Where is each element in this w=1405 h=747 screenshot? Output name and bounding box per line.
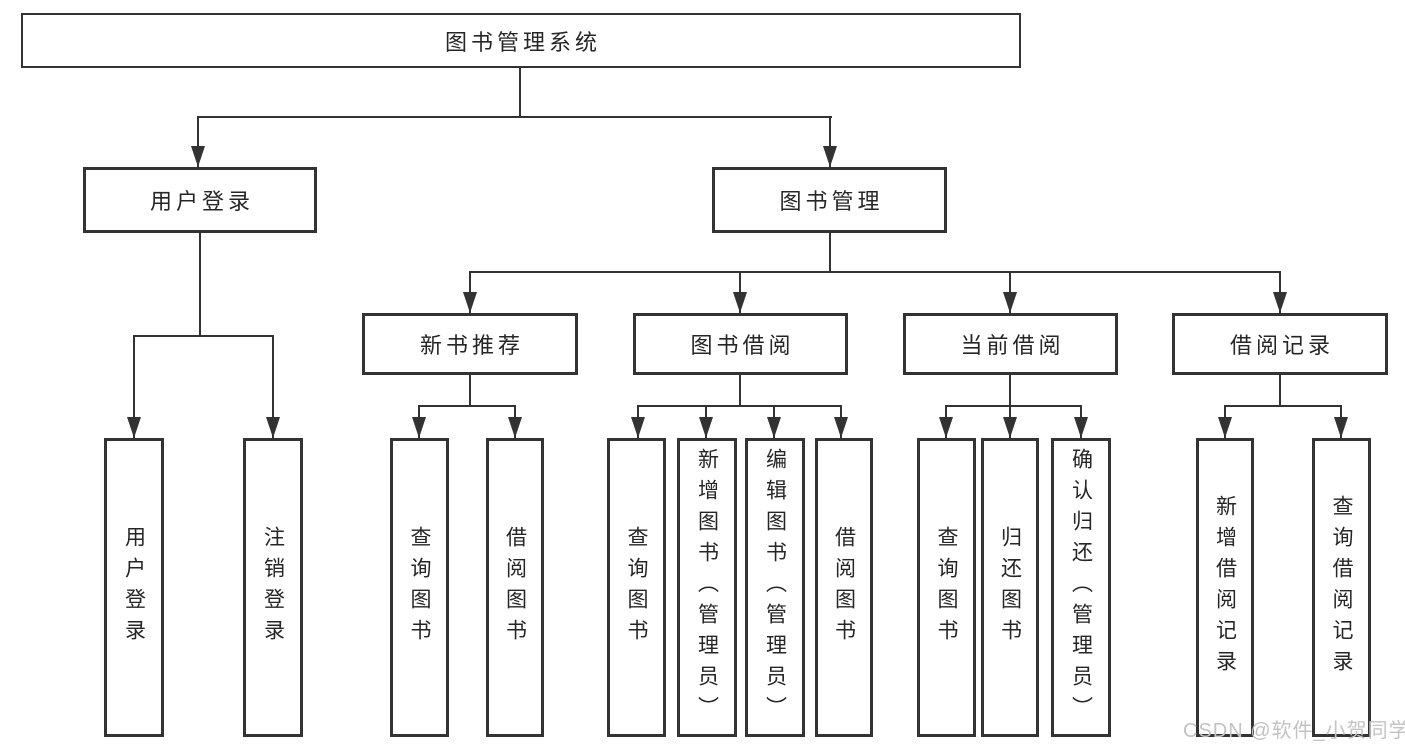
leaf-borrow-query-book: 查询图书 [607,438,666,737]
arrowhead-borrow-edit-icon [767,417,781,438]
arrowhead-history-add-icon [1218,417,1232,438]
leaf-logout-label: 注销登录 [261,525,285,650]
connector-rec-stem [469,375,471,406]
leaf-borrow-lend-book: 借阅图书 [815,438,873,737]
arrowhead-book-management-icon [823,146,837,167]
node-new-book-recommend: 新书推荐 [362,313,578,375]
arrowhead-rec-icon [463,292,477,313]
leaf-history-query-record-label: 查询借阅记录 [1330,494,1353,681]
connector-root-bar [197,116,832,118]
arrowhead-borrow-query-icon [631,417,645,438]
node-current-borrow: 当前借阅 [903,313,1118,375]
arrowhead-borrow-icon [733,292,747,313]
leaf-current-confirm-return-label: 确认归还（管理员） [1069,448,1093,727]
leaf-history-query-record: 查询借阅记录 [1312,438,1371,737]
leaf-borrow-add-book-label: 新增图书（管理员） [695,448,719,727]
node-current-borrow-label: 当前借阅 [960,333,1065,358]
leaf-rec-query-book: 查询图书 [390,438,449,737]
node-book-management-label: 图书管理 [779,189,884,214]
arrowhead-current-confirm-icon [1074,417,1088,438]
arrowhead-leaf-user-login-icon [127,417,141,438]
leaf-rec-query-book-label: 查询图书 [408,525,431,650]
node-user-login: 用户登录 [83,167,317,233]
leaf-current-query-book: 查询图书 [917,438,976,737]
connector-login-bar [133,335,274,337]
connector-current-bar [945,405,1082,407]
connector-mgmt-stem [829,233,831,272]
arrowhead-current-query-icon [939,417,953,438]
arrowhead-current-icon [1003,292,1017,313]
arrowhead-user-login-icon [191,146,205,167]
connector-drop-leaf-logout [272,337,274,438]
arrowhead-current-return-icon [1003,417,1017,438]
connector-drop-user-login [197,118,199,167]
arrowhead-history-query-icon [1334,417,1348,438]
node-book-borrow-label: 图书借阅 [690,333,795,358]
leaf-borrow-add-book: 新增图书（管理员） [677,438,737,737]
leaf-borrow-edit-book: 编辑图书（管理员） [745,438,805,737]
node-borrow-record-label: 借阅记录 [1229,333,1334,358]
node-root-label: 图书管理系统 [444,29,601,55]
node-user-login-label: 用户登录 [149,189,254,214]
arrowhead-borrow-add-icon [699,417,713,438]
connector-history-stem [1279,375,1281,406]
leaf-current-query-book-label: 查询图书 [935,525,958,650]
leaf-current-return-book: 归还图书 [981,438,1039,737]
connector-mgmt-bar [469,271,1281,273]
node-book-management: 图书管理 [712,167,947,233]
leaf-user-login: 用户登录 [104,438,164,737]
leaf-history-add-record-label: 新增借阅记录 [1213,494,1237,681]
leaf-borrow-edit-book-label: 编辑图书（管理员） [763,448,787,727]
leaf-current-return-book-label: 归还图书 [998,525,1022,650]
node-new-book-recommend-label: 新书推荐 [419,333,524,358]
leaf-history-add-record: 新增借阅记录 [1196,438,1254,737]
connector-borrow-stem [739,375,741,406]
connector-history-bar [1224,405,1342,407]
leaf-user-login-label: 用户登录 [122,525,146,650]
watermark: CSDN @软件_小贺同学 [1183,720,1405,742]
leaf-borrow-lend-book-label: 借阅图书 [832,525,856,650]
leaf-borrow-query-book-label: 查询图书 [625,525,648,650]
connector-drop-book-management [829,118,831,167]
leaf-current-confirm-return: 确认归还（管理员） [1051,438,1111,737]
leaf-rec-borrow-book: 借阅图书 [486,438,544,737]
connector-login-stem [199,233,201,336]
node-book-borrow: 图书借阅 [633,313,848,375]
connector-rec-bar [418,405,516,407]
leaf-logout: 注销登录 [243,438,303,737]
arrowhead-borrow-lend-icon [834,417,848,438]
arrowhead-leaf-logout-icon [266,417,280,438]
arrowhead-rec-query-icon [412,417,426,438]
leaf-rec-borrow-book-label: 借阅图书 [503,525,527,650]
arrowhead-history-icon [1273,292,1287,313]
connector-current-stem [1009,375,1011,406]
arrowhead-rec-borrow-icon [508,417,522,438]
node-borrow-record: 借阅记录 [1172,313,1388,375]
connector-borrow-bar [637,405,842,407]
connector-root-stem [519,68,521,118]
connector-drop-leaf-user-login [133,337,135,438]
node-root: 图书管理系统 [21,13,1021,68]
